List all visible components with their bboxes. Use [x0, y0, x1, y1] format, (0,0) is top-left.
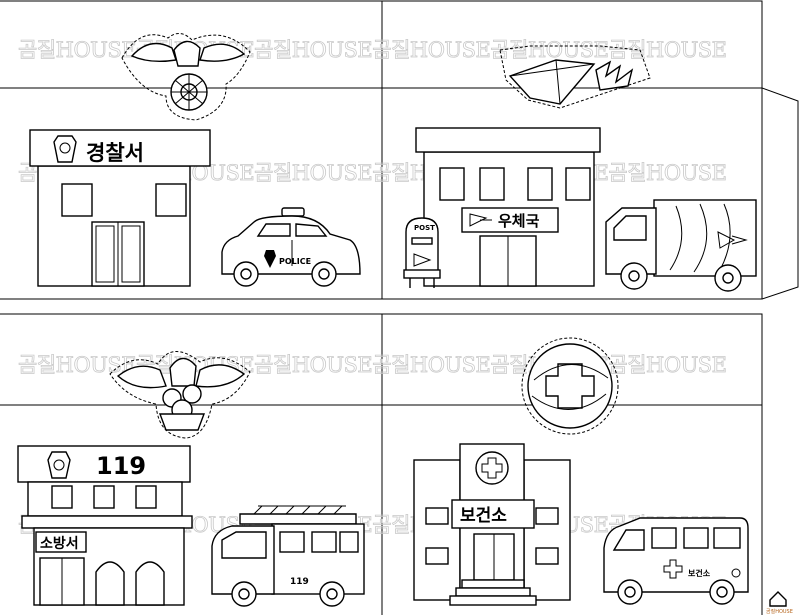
mailbox: POST	[403, 217, 441, 288]
police-car: POLICE	[221, 207, 361, 287]
mail-truck	[605, 199, 757, 292]
ambulance: 보건소	[603, 517, 749, 605]
ambulance-label: 보건소	[688, 568, 711, 578]
cross-icon	[475, 451, 509, 485]
mailbox-label: POST	[414, 224, 435, 232]
panel-clinic: 보건소 보건소	[413, 337, 749, 606]
post-office-building: 우체국	[415, 127, 601, 287]
police-station-sign: 경찰서	[86, 141, 144, 165]
panel-police: 경찰서 POLICE	[29, 33, 361, 287]
health-center-sign: 보건소	[460, 506, 507, 526]
corner-logo-text: 곰질HOUSE	[766, 608, 793, 615]
watermark-text: 곰질HOUSE곰질HOUSE곰질HOUSE곰질HOUSE곰질HOUSE곰질HOU…	[18, 38, 727, 62]
fire-station-number: 119	[96, 452, 146, 480]
badge-icon	[264, 250, 276, 268]
cross-emblem	[521, 337, 619, 435]
panel-fire: 119 소방서 119	[17, 351, 365, 607]
panel-post: 우체국 POST	[403, 45, 757, 292]
fire-eagle-emblem	[109, 351, 251, 439]
fire-station-sign: 소방서	[40, 535, 79, 552]
post-logo-emblem	[499, 45, 651, 109]
post-office-sign: 우체국	[498, 212, 540, 230]
cross-icon	[663, 559, 683, 579]
police-eagle-emblem	[121, 33, 251, 121]
corner-logo: 곰질HOUSE	[766, 591, 793, 615]
post-logo-icon	[469, 213, 492, 227]
badge-icon	[53, 135, 77, 163]
badge-icon	[47, 451, 71, 479]
police-car-label: POLICE	[279, 257, 311, 266]
police-station-building: 경찰서	[29, 129, 211, 287]
fire-station-building: 119 소방서	[17, 445, 193, 606]
health-center-building: 보건소	[413, 443, 571, 606]
fire-truck-number: 119	[290, 577, 309, 587]
fire-truck: 119	[211, 505, 365, 607]
